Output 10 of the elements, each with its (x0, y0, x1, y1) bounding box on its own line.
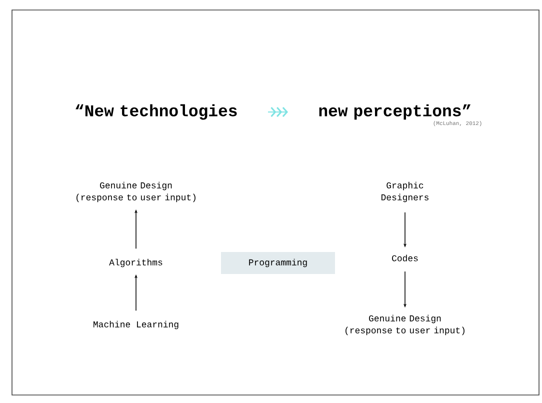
node-label: Genuine Design (response to user input) (346, 314, 464, 336)
node-label: Genuine Design (response to user input) (76, 182, 196, 202)
node-label: Codes (392, 254, 418, 262)
quote-text: new perceptions” (319, 104, 470, 120)
node-label: Graphic Designers (382, 182, 428, 202)
node-label: Machine Learning (94, 320, 178, 330)
node-label: Algorithms (109, 258, 162, 268)
process-box: Programming (221, 252, 335, 274)
arrow (268, 106, 288, 118)
quote-text: “New technologies (76, 104, 237, 120)
